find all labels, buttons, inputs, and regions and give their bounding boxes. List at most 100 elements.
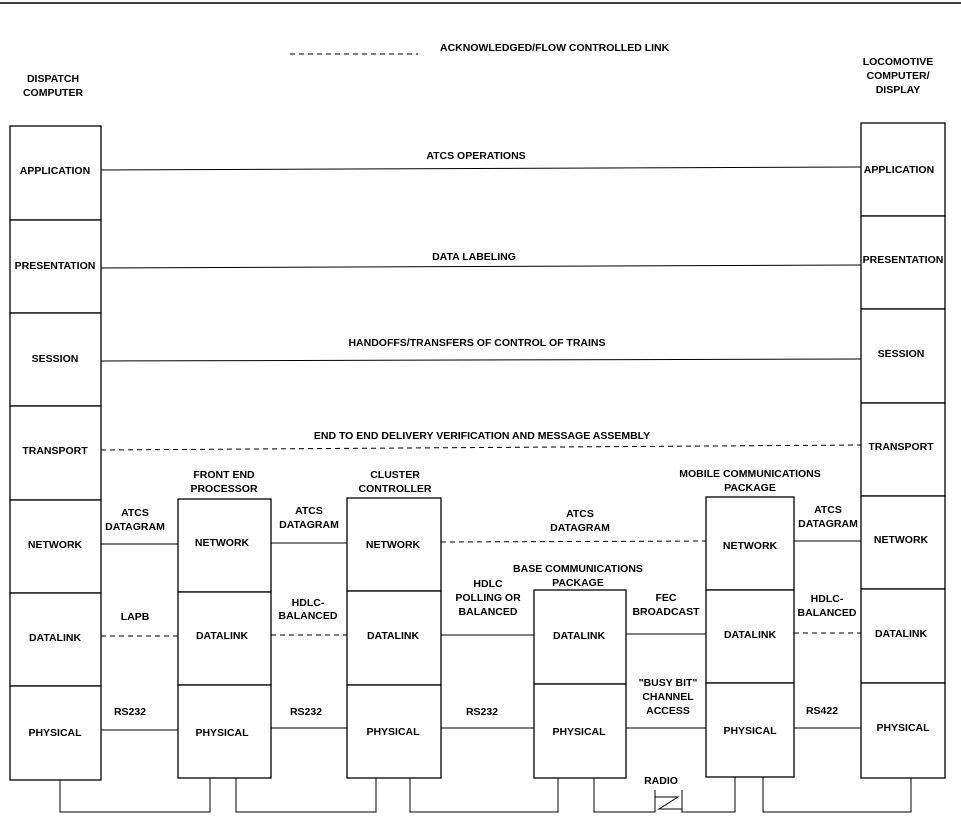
link-label-line: ATCS	[566, 508, 594, 520]
layer-label-physical: PHYSICAL	[195, 727, 249, 739]
layer-label-presentation: PRESENTATION	[15, 260, 96, 272]
title-line: CONTROLLER	[359, 483, 432, 495]
transport-peer-link	[100, 444, 862, 451]
layer-box-physical	[346, 684, 442, 779]
layer-box-transport	[860, 402, 946, 497]
datalink-label-1: LAPB	[121, 611, 150, 623]
session-peer-link	[100, 358, 862, 362]
layer-label-network: NETWORK	[723, 540, 778, 552]
layer-label-datalink: DATALINK	[29, 632, 82, 644]
layer-box-physical	[705, 682, 795, 778]
layer-label-application: APPLICATION	[864, 164, 934, 176]
link-label-line: DATAGRAM	[798, 518, 858, 530]
application-link-label: ATCS OPERATIONS	[426, 150, 525, 162]
layer-box-network	[346, 497, 442, 592]
physical-label-4: "BUSY BIT" CHANNEL ACCESS	[639, 677, 698, 717]
network-label-4: ATCS DATAGRAM	[798, 504, 858, 530]
presentation-peer-link	[100, 264, 862, 269]
title-line: PROCESSOR	[190, 483, 258, 495]
physical-label-2: RS232	[290, 706, 322, 718]
link-label-line: ATCS	[814, 504, 842, 516]
network-label-3: ATCS DATAGRAM	[550, 508, 610, 534]
layer-label-datalink: DATALINK	[553, 630, 606, 642]
layer-box-session	[9, 312, 102, 407]
physical-label-3: RS232	[466, 706, 498, 718]
datalink-label-2: HDLC- BALANCED	[279, 597, 338, 622]
title-line: FRONT END	[193, 469, 255, 481]
layer-box-datalink	[9, 592, 102, 687]
link-label-line: ACCESS	[646, 705, 690, 717]
layer-box-physical	[9, 685, 102, 781]
layer-label-datalink: DATALINK	[724, 629, 777, 641]
link-label-line: DATAGRAM	[550, 522, 610, 534]
link-label-line: BALANCED	[798, 607, 857, 619]
legend-label: ACKNOWLEDGED/FLOW CONTROLLED LINK	[440, 42, 670, 54]
locomotive-computer-title: LOCOMOTIVE COMPUTER/ DISPLAY	[863, 56, 934, 96]
link-label-line: DATAGRAM	[105, 521, 165, 533]
datalink-label-5: HDLC- BALANCED	[798, 593, 857, 619]
title-line: COMPUTER	[23, 87, 84, 99]
mobile-communications-stack: NETWORK DATALINK PHYSICAL	[705, 496, 795, 778]
physical-label-1: RS232	[114, 706, 146, 718]
front-end-processor-stack: NETWORK DATALINK PHYSICAL	[177, 498, 272, 779]
base-communications-title: BASE COMMUNICATIONS PACKAGE	[513, 563, 643, 589]
layer-label-physical: PHYSICAL	[552, 726, 606, 738]
link-label-line: "BUSY BIT"	[639, 677, 698, 689]
cluster-controller-title: CLUSTER CONTROLLER	[359, 469, 432, 495]
title-line: CLUSTER	[370, 469, 420, 481]
layer-label-datalink: DATALINK	[367, 630, 420, 642]
link-label-line: BALANCED	[279, 610, 338, 622]
layer-box-presentation	[860, 215, 946, 310]
layer-box-datalink	[177, 591, 272, 686]
layer-box-datalink	[533, 589, 627, 685]
layer-box-application	[860, 122, 946, 217]
layer-label-physical: PHYSICAL	[723, 725, 777, 737]
layer-label-transport: TRANSPORT	[22, 445, 88, 457]
wire-cluster-base	[409, 778, 559, 813]
link-label-line: ATCS	[121, 507, 149, 519]
link-label-line: HDLC-	[292, 597, 325, 609]
wire-dispatch-fep	[59, 778, 211, 813]
layer-box-datalink	[346, 590, 442, 686]
title-line: PACKAGE	[552, 577, 604, 589]
layer-box-physical	[177, 684, 272, 779]
layer-label-physical: PHYSICAL	[876, 722, 930, 734]
presentation-link-label: DATA LABELING	[432, 251, 516, 263]
layer-label-session: SESSION	[32, 353, 79, 365]
title-line: PACKAGE	[724, 482, 776, 494]
layer-label-datalink: DATALINK	[196, 630, 249, 642]
radio-label: RADIO	[644, 775, 678, 787]
datalink-label-4: FEC BROADCAST	[632, 592, 700, 618]
dispatch-computer-stack: APPLICATION PRESENTATION SESSION TRANSPO…	[9, 125, 102, 781]
title-line: MOBILE COMMUNICATIONS	[679, 468, 821, 480]
link-label-line: HDLC-	[811, 593, 844, 605]
layer-label-network: NETWORK	[366, 539, 421, 551]
datalink-label-3: HDLC POLLING OR BALANCED	[455, 578, 521, 618]
cluster-controller-stack: NETWORK DATALINK PHYSICAL	[346, 497, 442, 779]
layer-label-transport: TRANSPORT	[868, 441, 934, 453]
wire-base-radio	[593, 778, 656, 813]
title-line: DISPLAY	[876, 84, 921, 96]
layer-box-physical	[533, 683, 627, 779]
transport-link-label: END TO END DELIVERY VERIFICATION AND MES…	[314, 430, 650, 442]
wire-radio-mobile	[681, 777, 736, 813]
layer-box-network	[705, 496, 795, 591]
layer-box-datalink	[705, 589, 795, 684]
physical-label-5: RS422	[806, 705, 838, 717]
title-line: DISPATCH	[27, 73, 79, 85]
link-label-line: POLLING OR	[455, 592, 521, 604]
locomotive-computer-stack: APPLICATION PRESENTATION SESSION TRANSPO…	[860, 122, 946, 779]
layer-label-physical: PHYSICAL	[28, 727, 82, 739]
wire-fep-cluster	[235, 778, 377, 813]
network-label-2: ATCS DATAGRAM	[279, 505, 339, 531]
radio-lightning-icon	[655, 796, 682, 810]
link-label-line: DATAGRAM	[279, 519, 339, 531]
layer-label-session: SESSION	[878, 348, 925, 360]
dispatch-computer-title: DISPATCH COMPUTER	[23, 73, 84, 99]
layer-label-physical: PHYSICAL	[366, 726, 420, 738]
layer-box-datalink	[860, 588, 946, 684]
layer-box-network	[177, 498, 272, 593]
application-peer-link	[100, 166, 862, 171]
